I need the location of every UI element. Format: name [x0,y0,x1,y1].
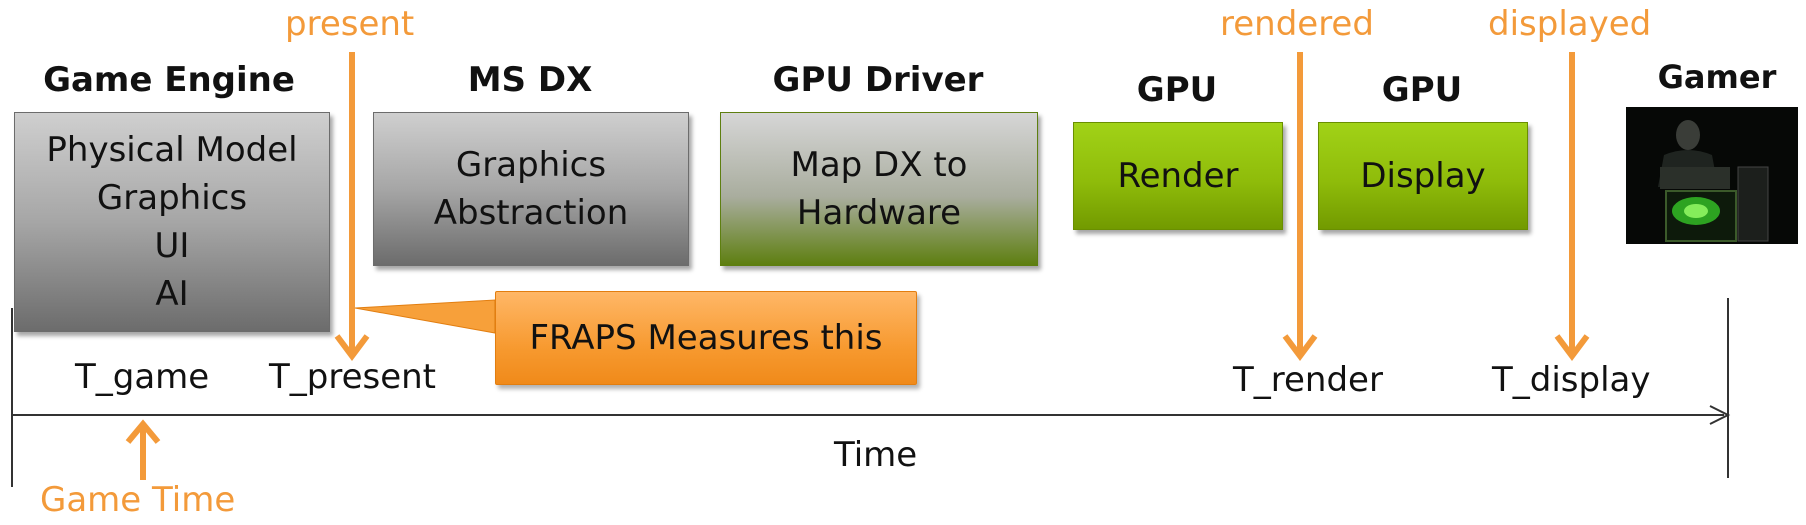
fraps-callout-text: FRAPS Measures this [529,318,883,358]
t-display-label: T_display [1492,360,1651,400]
callout-pointer [354,299,496,334]
display-box: Display [1318,122,1528,230]
heading-gpu-driver: GPU Driver [772,60,984,100]
displayed-label: displayed [1488,4,1652,44]
time-axis-label: Time [834,435,918,475]
heading-ms-dx: MS DX [467,60,593,100]
heading-game-engine: Game Engine [43,60,295,100]
t-game-label: T_game [75,357,210,397]
t-present-label: T_present [269,357,437,397]
gpu-driver-line-1: Map DX to [790,145,968,185]
gpu-driver-box: Map DX to Hardware [720,112,1038,266]
game-engine-line-4: AI [155,274,189,314]
heading-gpu-display: GPU [1381,70,1463,110]
ms-dx-line-1: Graphics [455,145,607,185]
gamer-photo [1626,107,1798,244]
game-engine-line-1: Physical Model [46,130,298,170]
t-render-label: T_render [1233,360,1383,400]
present-arrowhead [334,334,370,361]
ms-dx-line-2: Abstraction [433,193,629,233]
ms-dx-box: Graphics Abstraction [373,112,689,266]
game-engine-box: Physical Model Graphics UI AI [14,112,330,332]
displayed-arrowhead [1554,334,1590,361]
heading-gamer: Gamer [1657,58,1777,96]
render-label: Render [1117,156,1239,196]
gamer-silhouette-icon [1626,107,1798,244]
rendered-arrowhead [1282,334,1318,361]
gpu-driver-line-2: Hardware [796,193,962,233]
fraps-callout: FRAPS Measures this [495,291,917,385]
game-engine-line-2: Graphics [96,178,248,218]
rendered-label: rendered [1220,4,1374,44]
render-box: Render [1073,122,1283,230]
display-label: Display [1360,156,1486,196]
game-engine-line-3: UI [154,226,190,266]
game-time-label: Game Time [40,480,236,520]
heading-gpu-render: GPU [1136,70,1218,110]
game-time-arrowhead [125,419,161,444]
present-label: present [285,4,415,44]
